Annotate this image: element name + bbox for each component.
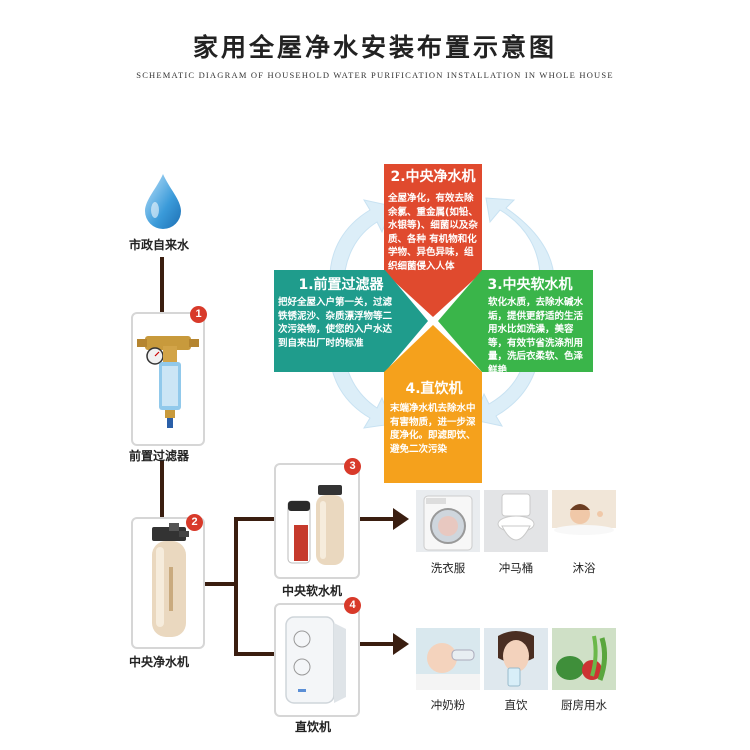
arrow-to-drink-uses-icon: [393, 633, 409, 655]
petal-right-bg: [438, 270, 593, 372]
drinker-image: [285, 616, 346, 704]
device-label-drinker: 直饮机: [295, 720, 332, 734]
petal-top: 2.中央净水机 全屋净化，有效去除余氯、重金属(如铅、水银等)、细菌以及杂质、各…: [384, 166, 482, 273]
petal-left-bg: [274, 270, 428, 372]
petal-right: 3.中央软水机 软化水质，去除水碱水垢，提供更舒适的生活用水比如洗澡，美容等，有…: [468, 274, 592, 377]
petal-bottom: 4.直饮机 末端净水机去除水中有害物质，进一步深度净化。即滤即饮、避免二次污染: [386, 374, 482, 456]
page-subtitle: SCHEMATIC DIAGRAM OF HOUSEHOLD WATER PUR…: [136, 70, 614, 80]
petal-bottom-bg: [384, 325, 482, 483]
use-caption-baby-formula: 冲奶粉: [430, 698, 466, 712]
water-drop-icon: [145, 174, 181, 229]
petal-bottom-text: 末端净水机去除水中有害物质，进一步深度净化。即滤即饮、避免二次污染: [390, 403, 476, 455]
petal-left-text: 把好全屋入户第一关，过滤铁锈泥沙、杂质漂浮物等二次污染物，使您的入户水达到自来出…: [278, 297, 393, 349]
arrow-to-soft-uses-icon: [393, 508, 409, 530]
device-label-softener: 中央软水机: [282, 584, 343, 598]
device-label-prefilter: 前置过滤器: [129, 449, 190, 463]
photo-laundry: [416, 490, 480, 552]
device-frame-drinker: [274, 603, 360, 717]
device-badge-3: 3: [344, 458, 361, 475]
use-caption-kitchen: 厨房用水: [561, 698, 607, 712]
petal-top-bg: [384, 164, 482, 317]
softener-image: [287, 485, 344, 565]
pipe-to-drinker: [234, 652, 274, 656]
page-title: 家用全屋净水安装布置示意图: [192, 33, 557, 62]
photo-toilet: [484, 490, 548, 552]
petal-top-title: 2.中央净水机: [390, 169, 476, 185]
device-badge-1: 1: [190, 306, 207, 323]
photo-baby-formula: [416, 628, 480, 690]
pipe-filter-to-purifier: [160, 460, 164, 518]
petal-top-text: 全屋净化，有效去除余氯、重金属(如铅、水银等)、细菌以及杂质、各种 有机物和化学…: [388, 193, 478, 272]
device-badge-2: 2: [186, 514, 203, 531]
purifier-image: [152, 523, 189, 637]
device-frame-purifier: [131, 517, 205, 649]
pipe-source-to-filter: [160, 257, 164, 313]
petal-left: 1.前置过滤器 把好全屋入户第一关，过滤铁锈泥沙、杂质漂浮物等二次污染物，使您的…: [278, 274, 404, 350]
pipe-vertical-branch: [234, 517, 238, 655]
device-frame-softener: [274, 463, 360, 579]
device-label-purifier: 中央净水机: [129, 655, 190, 669]
petal-left-title: 1.前置过滤器: [298, 277, 384, 293]
pipe-to-softener: [234, 517, 274, 521]
pipe-purifier-out: [200, 582, 236, 586]
prefilter-image: [137, 336, 199, 428]
photo-direct-drink: [484, 628, 548, 690]
photo-kitchen: [552, 628, 616, 690]
use-caption-bath: 沐浴: [572, 561, 596, 575]
petal-right-text: 软化水质，去除水碱水垢，提供更舒适的生活用水比如洗澡，美容等，有效节省洗涤剂用量…: [488, 297, 584, 376]
use-caption-direct-drink: 直饮: [504, 698, 528, 712]
device-badge-4: 4: [344, 597, 361, 614]
photo-bath: [552, 490, 616, 552]
device-frame-prefilter: [131, 312, 205, 446]
petal-right-title: 3.中央软水机: [487, 277, 573, 293]
source-label: 市政自来水: [129, 238, 190, 252]
petal-bottom-title: 4.直饮机: [405, 381, 463, 397]
pipe-drinker-out: [357, 642, 395, 646]
pipe-softener-out: [355, 517, 395, 521]
use-caption-toilet: 冲马桶: [498, 561, 534, 575]
use-caption-laundry: 洗衣服: [430, 561, 466, 575]
